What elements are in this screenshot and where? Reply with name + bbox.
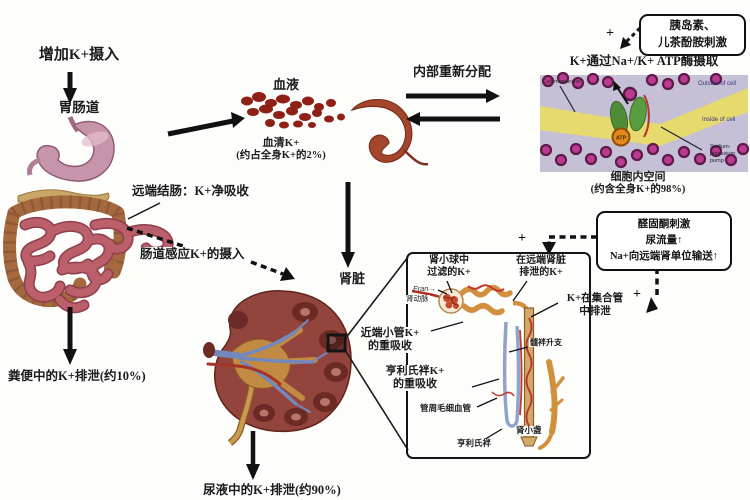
distal-colon-label: 远端结肠：K+净吸收 xyxy=(132,184,249,198)
aldosterone-line2: 尿流量↑ xyxy=(645,235,683,247)
nephron-inset-box xyxy=(406,252,591,459)
cell-membrane-label: Cell membrane xyxy=(543,79,580,85)
henle-reabsorption-line1: 亨利氏袢K+ xyxy=(384,365,446,378)
intracellular-percent-label: (约含全身K+的98%) xyxy=(590,184,686,195)
potassium-ions xyxy=(539,71,750,169)
increase-intake-label: 增加K+摄入 xyxy=(38,47,120,63)
atp-label: ATP xyxy=(616,136,627,142)
distal-colon-pointer-line xyxy=(127,202,161,220)
renal-artery-label: 肾动脉 xyxy=(405,294,430,304)
medullary-limb-label: 髓袢升支 xyxy=(529,338,563,348)
proximal-reabsorption-line1: 近端小管K+ xyxy=(359,327,421,340)
insulin-callout-line1: 胰岛素、 xyxy=(669,19,716,32)
gi-tract-illustration xyxy=(3,116,174,314)
serum-k-percent-label: (约占全身K+的2%) xyxy=(236,150,326,161)
collecting-duct-excretion-line1: K+在集合管 xyxy=(566,293,624,304)
plus-sign-insulin: + xyxy=(606,26,614,41)
distal-excreted-line1: 在远端肾脏 xyxy=(515,255,567,267)
collecting-duct-excretion-line2: 中排泄 xyxy=(579,306,611,317)
aldosterone-line3: Na+向远端肾单位输送↑ xyxy=(609,250,719,262)
filtered-k-line1: 肾小球中 xyxy=(428,255,470,267)
serum-k-label: 血清K+ xyxy=(262,137,300,149)
flow-arrows xyxy=(63,72,500,480)
kidney-illustration xyxy=(203,256,409,451)
gut-sense-label: 肠道感应K+的摄入 xyxy=(139,247,246,262)
blood-cells-illustration xyxy=(241,92,429,166)
fecal-excretion-label: 粪便中的K+排泄(约10%) xyxy=(8,369,146,383)
aldosterone-callout-box: 醛固酮刺激 尿流量↑ Na+向远端肾单位输送↑ xyxy=(596,211,732,271)
blood-label: 血液 xyxy=(272,77,300,92)
peritubular-capillary-label: 管周毛细血管 xyxy=(419,403,473,414)
plus-sign-aldosterone-down: + xyxy=(633,287,641,302)
nephron-illustration xyxy=(411,280,565,450)
urine-excretion-label: 尿液中的K+排泄(约90%) xyxy=(203,483,341,497)
cell-membrane-panel: ATP Cell membrane Outside of cell Inside… xyxy=(539,71,750,172)
kidney-zoom-square xyxy=(326,333,347,353)
proximal-reabsorption-line2: 的重吸收 xyxy=(367,340,413,353)
henle-reabsorption-line2: 的重吸收 xyxy=(392,378,438,391)
plus-sign-aldosterone-left: + xyxy=(518,231,526,246)
atpase-uptake-title: K+通过Na+/K+ ATP酶摄取 xyxy=(569,54,719,68)
pump-label-2: potassium xyxy=(710,151,735,157)
insulin-callout-box: 胰岛素、 儿茶酚胺刺激 xyxy=(639,14,746,56)
gi-tract-label: 胃肠道 xyxy=(58,100,100,115)
outside-of-cell-label: Outside of cell xyxy=(698,81,736,87)
pump-label-1: Sodium- xyxy=(710,144,731,150)
fran-label: Fran→ xyxy=(413,284,436,293)
inside-of-cell-label: Inside of cell xyxy=(702,117,735,123)
kidney-label: 肾脏 xyxy=(338,271,366,286)
minor-calyx-label: 肾小盏 xyxy=(515,425,543,436)
pump-label-3: pump xyxy=(710,158,724,164)
distal-excreted-line2: 排泄的K+ xyxy=(518,267,564,279)
aldosterone-line1: 醛固酮刺激 xyxy=(637,219,691,231)
loop-of-henle-label: 亨利氏袢 xyxy=(456,438,493,449)
insulin-callout-line2: 儿茶酚胺刺激 xyxy=(658,37,727,49)
dashed-arrows xyxy=(126,26,659,313)
redistribution-label: 内部重新分配 xyxy=(412,64,492,79)
filtered-k-line2: 过滤的K+ xyxy=(426,267,472,279)
intracellular-space-label: 细胞内空间 xyxy=(610,171,666,183)
